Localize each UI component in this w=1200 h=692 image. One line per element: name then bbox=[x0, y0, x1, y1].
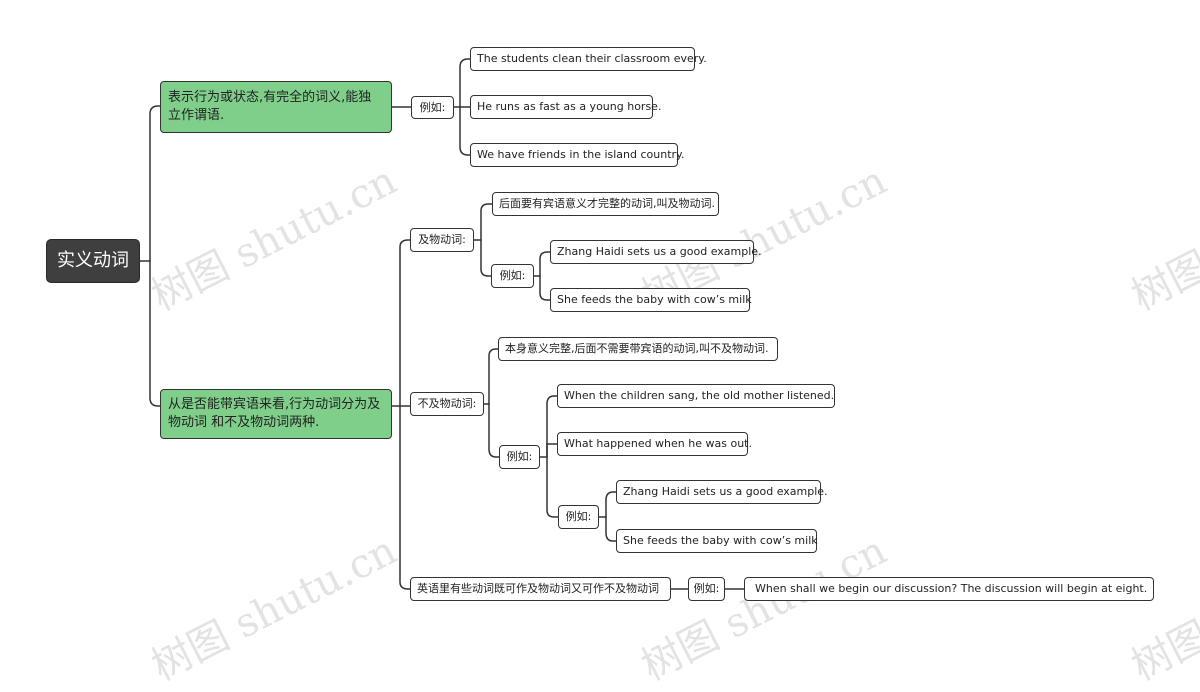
branch-definition-label: 表示行为或状态,有完全的词义,能独立作谓语. bbox=[168, 90, 372, 123]
transitive-verb-node[interactable]: 及物动词: bbox=[410, 228, 474, 252]
connector bbox=[149, 260, 161, 407]
connector bbox=[139, 105, 161, 262]
connector bbox=[453, 58, 471, 108]
example-label-node[interactable]: 例如: bbox=[499, 445, 540, 469]
connector bbox=[546, 456, 559, 518]
connector bbox=[539, 275, 551, 301]
connector bbox=[488, 403, 500, 458]
branch-classification[interactable]: 从是否能带宾语来看,行为动词分为及物动词 和不及物动词两种. bbox=[160, 389, 392, 439]
branch-classification-label: 从是否能带宾语来看,行为动词分为及物动词 和不及物动词两种. bbox=[168, 397, 381, 430]
connector bbox=[533, 251, 551, 277]
example-label-node[interactable]: 例如: bbox=[491, 264, 534, 288]
connector bbox=[473, 203, 493, 241]
example-node[interactable]: When the children sang, the old mother l… bbox=[557, 384, 835, 408]
example-label-node[interactable]: 例如: bbox=[558, 505, 599, 529]
connector bbox=[459, 106, 471, 156]
example-node[interactable]: When shall we begin our discussion? The … bbox=[744, 577, 1154, 601]
example-node[interactable]: Zhang Haidi sets us a good example. bbox=[550, 240, 762, 264]
connector bbox=[480, 239, 492, 277]
example-node[interactable]: He runs as fast as a young horse. bbox=[470, 95, 661, 119]
example-node[interactable]: She feeds the baby with cow’s milk bbox=[550, 288, 752, 312]
root-label: 实义动词 bbox=[57, 250, 129, 271]
connector bbox=[391, 239, 411, 407]
dual-use-verb-node[interactable]: 英语里有些动词既可作及物动词又可作不及物动词 bbox=[410, 577, 671, 601]
example-node[interactable]: Zhang Haidi sets us a good example. bbox=[616, 480, 828, 504]
example-node[interactable]: What happened when he was out. bbox=[557, 432, 752, 456]
connector-lines bbox=[139, 58, 745, 590]
intransitive-definition-node[interactable]: 本身意义完整,后面不需要带宾语的动词,叫不及物动词. bbox=[498, 337, 778, 361]
root-node[interactable]: 实义动词 bbox=[46, 239, 140, 283]
connector bbox=[483, 348, 499, 405]
example-node[interactable]: We have friends in the island country. bbox=[470, 143, 685, 167]
branch-definition[interactable]: 表示行为或状态,有完全的词义,能独立作谓语. bbox=[160, 81, 392, 133]
intransitive-verb-node[interactable]: 不及物动词: bbox=[410, 392, 484, 416]
connector bbox=[598, 491, 617, 518]
example-label-node[interactable]: 例如: bbox=[411, 96, 454, 119]
example-node[interactable]: She feeds the baby with cow’s milk bbox=[616, 529, 818, 553]
example-node[interactable]: The students clean their classroom every… bbox=[470, 47, 707, 71]
connector bbox=[539, 395, 558, 458]
example-label-node[interactable]: 例如: bbox=[688, 577, 725, 601]
connector bbox=[546, 443, 558, 458]
connector bbox=[399, 405, 411, 590]
transitive-definition-node[interactable]: 后面要有宾语意义才完整的动词,叫及物动词. bbox=[492, 192, 719, 216]
connector bbox=[605, 516, 617, 542]
